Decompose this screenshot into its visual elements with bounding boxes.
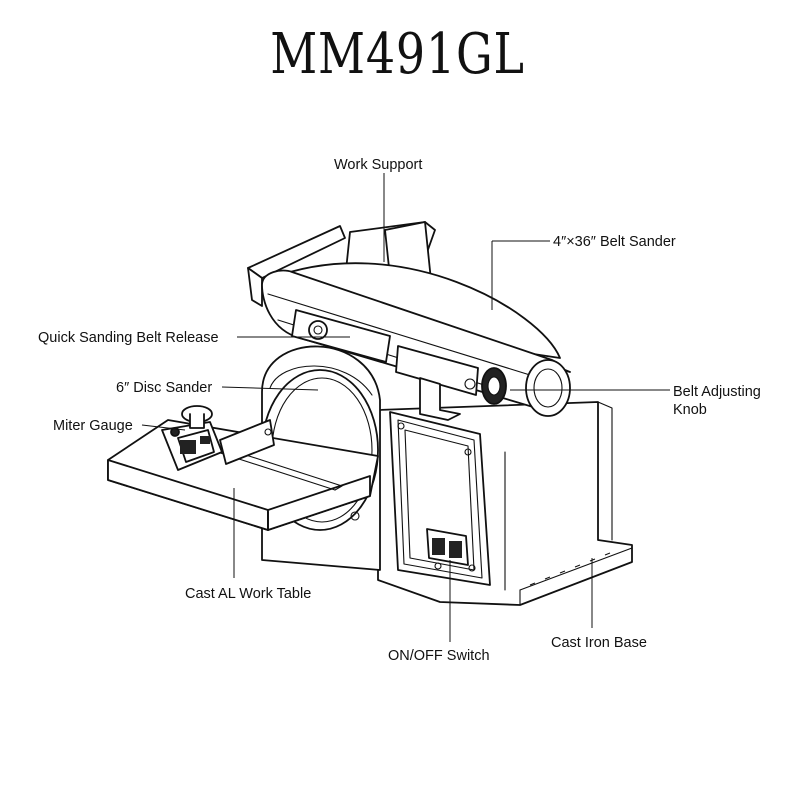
label-belt-adjusting-knob: Belt Adjusting Knob (673, 383, 761, 419)
label-belt-release: Quick Sanding Belt Release (38, 330, 219, 346)
work-table-drawing (107, 405, 379, 531)
label-disc-sander: 6″ Disc Sander (116, 380, 213, 396)
model-title: MM491GL (270, 22, 525, 87)
label-miter-gauge: Miter Gauge (53, 418, 133, 434)
leader-lines (141, 173, 670, 642)
label-belt-adjusting-line2: Knob (673, 402, 707, 418)
label-cast-iron-base: Cast Iron Base (551, 635, 647, 651)
label-work-table: Cast AL Work Table (185, 586, 312, 602)
belt-sander-drawing (247, 221, 571, 421)
switch-panel-drawing (389, 411, 491, 586)
label-work-support: Work Support (334, 157, 423, 173)
label-on-off-switch: ON/OFF Switch (388, 648, 490, 664)
label-belt-adjusting-line1: Belt Adjusting (673, 384, 761, 400)
label-belt-sander: 4″×36″ Belt Sander (553, 234, 676, 250)
